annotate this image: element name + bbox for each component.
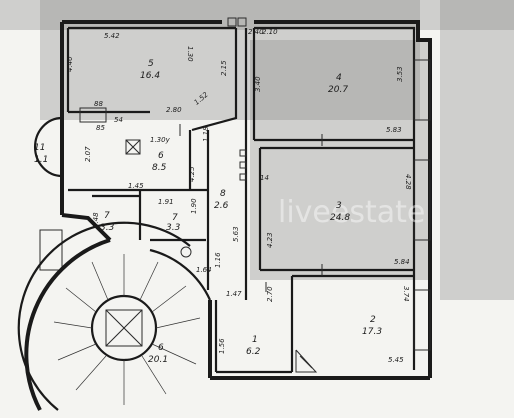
fixtures xyxy=(79,107,192,258)
dim-2-15: 2.15 xyxy=(220,60,228,76)
room-4-number: 4 xyxy=(336,73,342,83)
room-9-number: 8 xyxy=(220,189,226,199)
watermark: liveestate xyxy=(278,195,425,230)
room-8-number: 7 xyxy=(172,213,178,223)
dim-2-80: 2.80 xyxy=(166,106,182,114)
columns xyxy=(227,17,247,181)
dim-1-16: 1.16 xyxy=(214,252,222,268)
small-stair xyxy=(295,349,318,373)
dim-2-10: 2.10 xyxy=(262,28,278,36)
dim-88: 88 xyxy=(94,100,103,108)
room-6-area: 8.5 xyxy=(152,163,167,173)
room-5-area: 16.4 xyxy=(140,71,160,81)
dim-1-64: 1.64 xyxy=(196,266,212,274)
room-6b-number: 6 xyxy=(158,343,164,353)
interior-walls xyxy=(66,26,416,374)
dim-1-18: 1.18 xyxy=(202,126,210,142)
room-labels: 5 16.4 4 20.7 6 8.5 8 2.6 3 24.8 7 3.3 7… xyxy=(34,59,382,365)
dim-3-74: 3.74 xyxy=(402,286,410,302)
dim-54: 54 xyxy=(114,116,123,124)
dim-2-07: 2.07 xyxy=(84,146,92,162)
dim-1-56: 1.56 xyxy=(218,338,226,354)
dim-1-45: 1.45 xyxy=(128,182,144,190)
room-3-area: 24.8 xyxy=(330,213,350,223)
room-8-area: 3.3 xyxy=(166,223,181,233)
room-7-number: 7 xyxy=(104,211,110,221)
room-6-number: 6 xyxy=(158,151,164,161)
dim-2-70: 2.70 xyxy=(266,286,274,302)
dim-1-30y: 1.30y xyxy=(150,136,171,144)
dim-4-28: 4.28 xyxy=(404,174,412,190)
room-6b-area: 20.1 xyxy=(148,355,168,365)
dim-1-48: 1.48 xyxy=(92,212,100,228)
room-3-number: 3 xyxy=(336,201,342,211)
dim-1-91: 1.91 xyxy=(158,198,174,206)
dim-1-90: 1.90 xyxy=(190,198,198,214)
room-4-area: 20.7 xyxy=(328,85,348,95)
dim-1-30: 1.30 xyxy=(186,46,194,62)
room-11-area: 1.1 xyxy=(34,155,48,165)
room-2-area: 17.3 xyxy=(362,327,382,337)
dim-5-63: 5.63 xyxy=(232,226,240,242)
dim-3-53: 3.53 xyxy=(396,66,404,82)
dim-4-23: 4.23 xyxy=(266,232,274,248)
dim-5-42: 5.42 xyxy=(104,32,120,40)
bay-room-11 xyxy=(34,116,63,178)
room-9-area: 2.6 xyxy=(214,201,229,211)
dim-1-47: 1.47 xyxy=(226,290,242,298)
room-2-number: 2 xyxy=(370,315,376,325)
windows xyxy=(39,59,431,351)
dim-2-40: 2.40 xyxy=(248,28,264,36)
room-5-number: 5 xyxy=(148,59,154,69)
dim-14: 14 xyxy=(260,174,269,182)
dimension-ticks xyxy=(179,124,323,292)
room-7-area: 3.3 xyxy=(100,223,115,233)
dim-85: 85 xyxy=(96,124,105,132)
dim-4-40: 4.40 xyxy=(66,56,74,72)
dim-5-83: 5.83 xyxy=(386,126,402,134)
room-1-number: 1 xyxy=(252,335,258,345)
dim-3-40: 3.40 xyxy=(254,76,262,92)
circular-stair xyxy=(17,221,212,411)
dim-4-25: 4.25 xyxy=(188,166,196,182)
room-1-area: 6.2 xyxy=(246,347,261,357)
room-11-number: 11 xyxy=(34,143,45,153)
dimension-labels: 5.42 4.40 1.30 2.40 2.10 2.15 3.40 3.53 … xyxy=(66,28,412,364)
dim-5-45: 5.45 xyxy=(388,356,404,364)
dim-5-84: 5.84 xyxy=(394,258,410,266)
